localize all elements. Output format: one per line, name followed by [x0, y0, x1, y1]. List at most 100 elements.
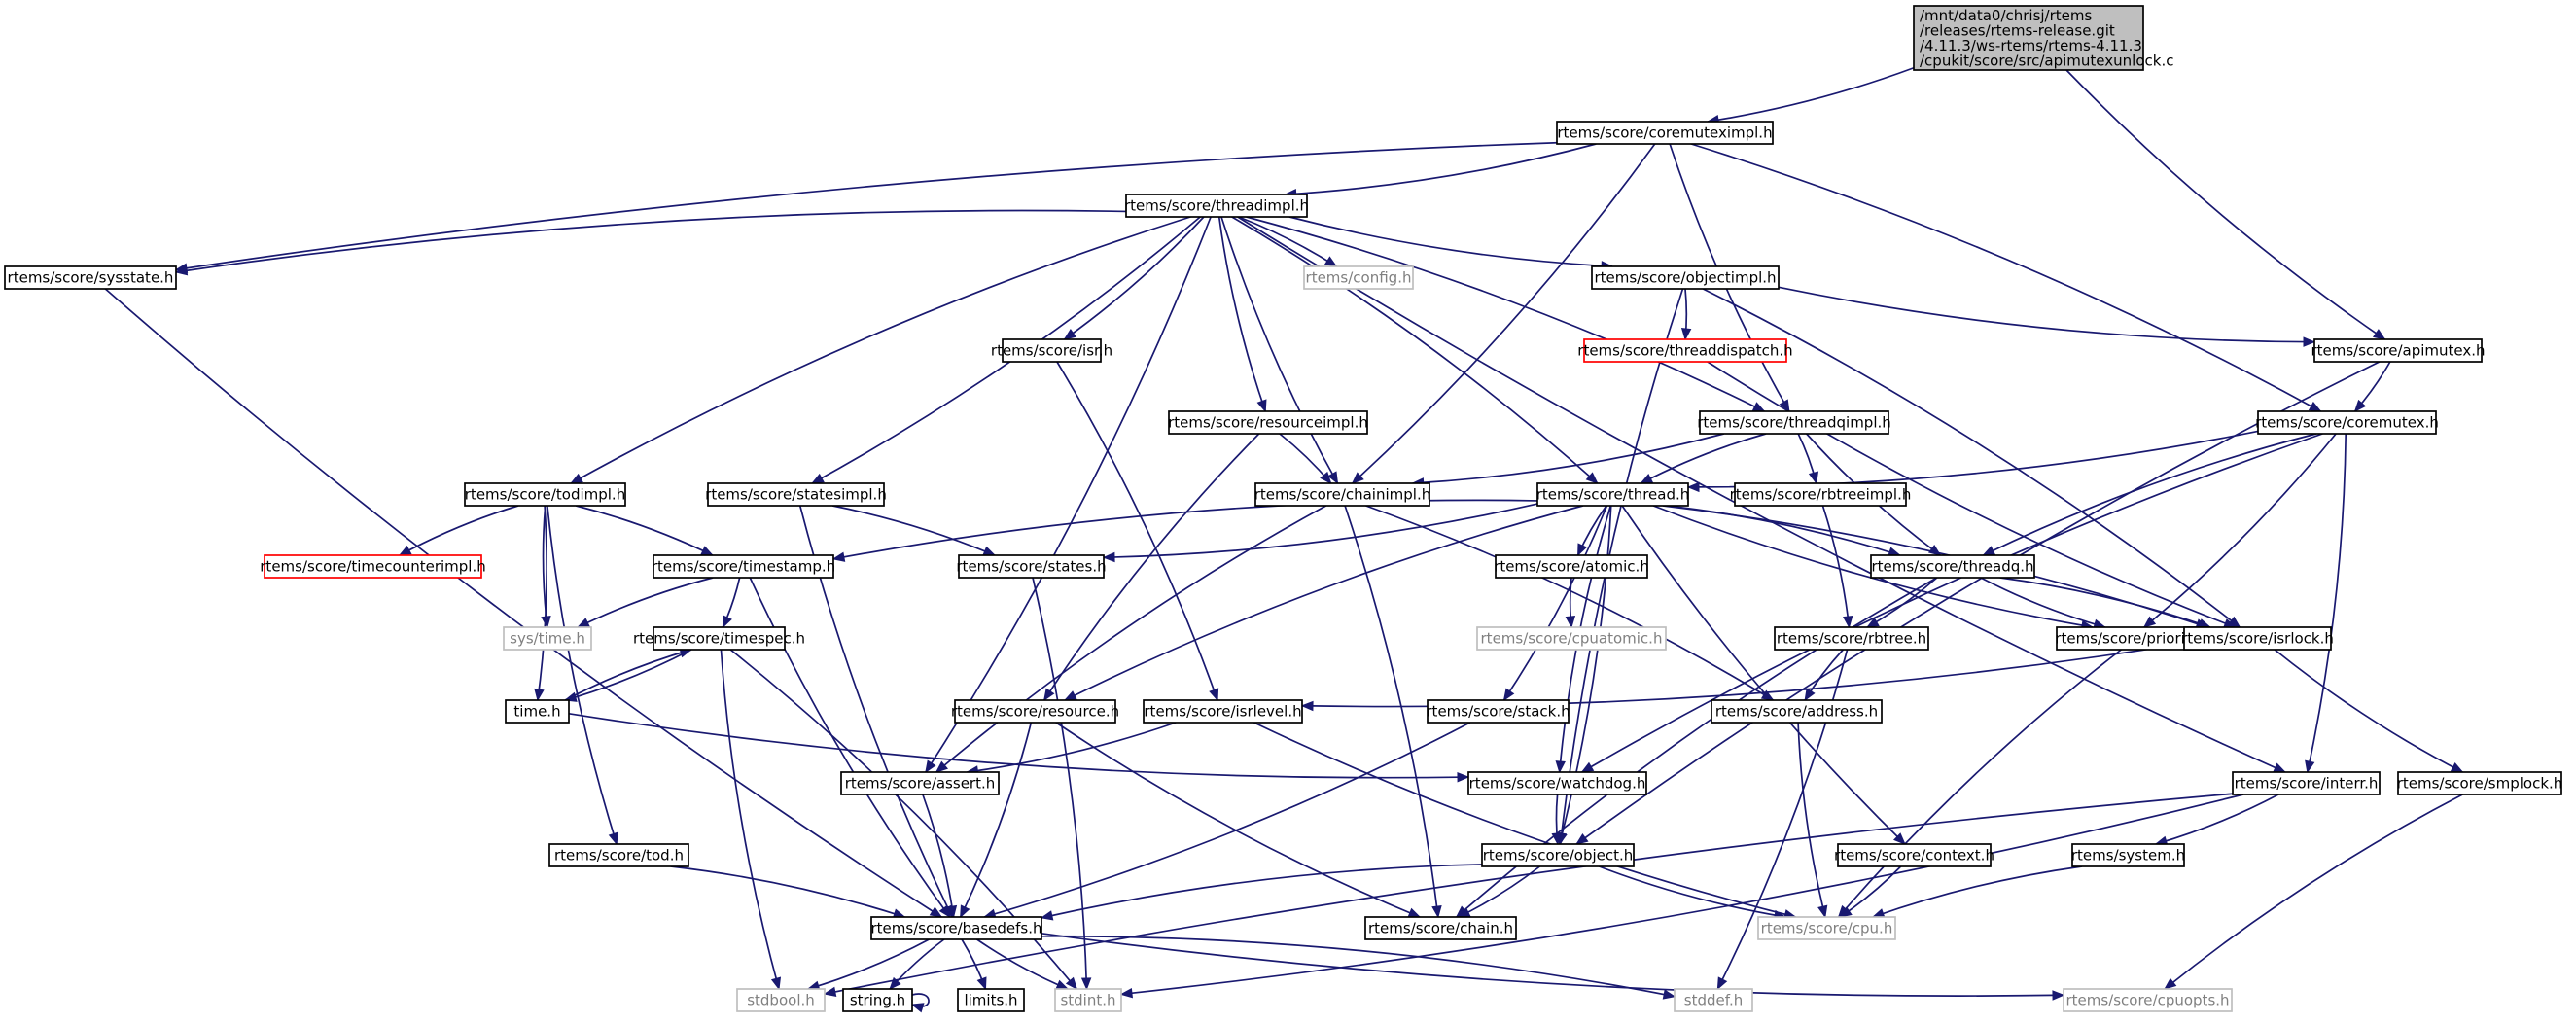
node-label: stdint.h: [1060, 992, 1115, 1009]
node-sysstate[interactable]: rtems/score/sysstate.h: [4, 265, 177, 290]
node-label: string.h: [850, 992, 905, 1009]
edge-objectimpl-to-apimutex: [1778, 286, 2316, 347]
node-box: [2183, 626, 2332, 651]
node-limits[interactable]: limits.h: [957, 988, 1025, 1012]
arrowhead: [1055, 979, 1070, 990]
node-label: rtems/score/chain.h: [1368, 920, 1513, 937]
edge-thread-to-resource: [1063, 505, 1584, 701]
node-object[interactable]: rtems/score/object.h: [1481, 843, 1635, 867]
arrowhead: [2353, 399, 2367, 412]
node-box: [1774, 626, 1929, 651]
arrowhead: [570, 473, 583, 484]
edge-chainimpl-to-chain: [1344, 505, 1442, 919]
node-address[interactable]: rtems/score/address.h: [1711, 699, 1883, 724]
node-timespec[interactable]: rtems/score/timespec.h: [633, 626, 805, 651]
node-tod[interactable]: rtems/score/tod.h: [548, 843, 689, 867]
arrowhead: [1065, 976, 1078, 991]
node-threaddispatch[interactable]: rtems/score/threaddispatch.h: [1577, 338, 1793, 363]
node-rbtreeimpl[interactable]: rtems/score/rbtreeimpl.h: [1730, 482, 1912, 507]
node-label: rtems/score/cpu.h: [1761, 920, 1893, 937]
node-objectimpl[interactable]: rtems/score/objectimpl.h: [1591, 265, 1780, 290]
node-statesimpl[interactable]: rtems/score/statesimpl.h: [705, 482, 887, 507]
node-timestamp[interactable]: rtems/score/timestamp.h: [652, 554, 835, 579]
node-box: [1913, 5, 2144, 71]
node-threadqimpl[interactable]: rtems/score/threadqimpl.h: [1697, 410, 1891, 435]
arrowhead: [1751, 402, 1766, 412]
node-isrlock[interactable]: rtems/score/isrlock.h: [2181, 626, 2334, 651]
edge-thread-to-timestamp: [831, 499, 1538, 562]
edge-threadimpl-to-assert: [925, 216, 1212, 774]
node-box: [653, 554, 834, 579]
node-watchdog[interactable]: rtems/score/watchdog.h: [1467, 771, 1647, 795]
edge-isrlock-to-smplock: [2274, 649, 2464, 773]
node-root[interactable]: /mnt/data0/chrisj/rtems/releases/rtems-r…: [1913, 5, 2173, 71]
node-context[interactable]: rtems/score/context.h: [1834, 843, 1994, 867]
node-box: [1364, 916, 1517, 940]
edge-coremuteximpl-to-coremutex: [1690, 143, 2322, 412]
node-apimutex[interactable]: rtems/score/apimutex.h: [2311, 338, 2486, 363]
arrowhead: [1893, 832, 1906, 845]
node-isrlevel[interactable]: rtems/score/isrlevel.h: [1143, 699, 1303, 724]
node-box: [2397, 771, 2562, 795]
arrowhead: [2273, 762, 2287, 773]
arrowhead: [1502, 688, 1515, 702]
node-label: rtems/score/todimpl.h: [465, 486, 625, 504]
arrowhead: [1351, 472, 1364, 484]
node-atomic[interactable]: rtems/score/atomic.h: [1494, 554, 1649, 579]
node-threadq[interactable]: rtems/score/threadq.h: [1870, 554, 2035, 579]
edge-apimutex-to-coremutex: [2353, 361, 2391, 412]
arrowhead: [946, 904, 958, 919]
arrowhead: [976, 976, 987, 991]
node-label: rtems/score/assert.h: [845, 775, 996, 793]
node-system[interactable]: rtems/system.h: [2071, 843, 2185, 867]
node-cpuopts: rtems/score/cpuopts.h: [2063, 988, 2233, 1012]
node-label: rtems/score/coremuteximpl.h: [1557, 124, 1772, 142]
node-coremutex[interactable]: rtems/score/coremutex.h: [2255, 410, 2439, 435]
node-chainimpl[interactable]: rtems/score/chainimpl.h: [1254, 482, 1430, 507]
node-timecounterimpl[interactable]: rtems/score/timecounterimpl.h: [260, 554, 486, 579]
edge-thread-to-threadq: [1665, 505, 1901, 557]
node-label: rtems/system.h: [2071, 847, 2185, 865]
edge-basedefs-to-limits: [961, 938, 987, 991]
node-states[interactable]: rtems/score/states.h: [956, 554, 1107, 579]
node-priority[interactable]: rtems/score/priority.h: [2055, 626, 2211, 651]
node-time[interactable]: time.h: [505, 699, 570, 724]
node-assert[interactable]: rtems/score/assert.h: [840, 771, 1000, 795]
node-box: [870, 916, 1042, 940]
node-string[interactable]: string.h: [842, 988, 913, 1012]
edge-threadqimpl-to-rbtreeimpl: [1797, 433, 1819, 485]
node-label-line: /cpukit/score/src/apimutexunlock.c: [1920, 53, 2173, 70]
arrowhead: [1256, 399, 1267, 413]
node-box: [954, 699, 1116, 724]
node-label: rtems/score/threadimpl.h: [1124, 197, 1309, 215]
node-box: [1481, 843, 1635, 867]
node-chain[interactable]: rtems/score/chain.h: [1364, 916, 1517, 940]
node-resourceimpl[interactable]: rtems/score/resourceimpl.h: [1168, 410, 1368, 435]
node-todimpl[interactable]: rtems/score/todimpl.h: [464, 482, 626, 507]
node-stdint: stdint.h: [1054, 988, 1122, 1012]
arrowhead: [1457, 771, 1470, 783]
node-box: [1303, 265, 1414, 290]
node-basedefs[interactable]: rtems/score/basedefs.h: [870, 916, 1042, 940]
node-label: rtems/score/resourceimpl.h: [1168, 414, 1368, 432]
node-label: rtems/score/address.h: [1715, 703, 1878, 721]
node-rbtree[interactable]: rtems/score/rbtree.h: [1774, 626, 1929, 651]
edge-tod-to-basedefs: [670, 865, 906, 919]
node-resource[interactable]: rtems/score/resource.h: [951, 699, 1119, 724]
node-threadimpl[interactable]: rtems/score/threadimpl.h: [1124, 194, 1309, 218]
edge-coremutex-to-threadq: [1982, 433, 2317, 556]
node-label: rtems/score/priority.h: [2055, 630, 2210, 648]
edge-statesimpl-to-states: [831, 505, 997, 556]
node-smplock[interactable]: rtems/score/smplock.h: [2397, 771, 2563, 795]
node-interr[interactable]: rtems/score/interr.h: [2232, 771, 2381, 795]
node-box: [2313, 338, 2483, 363]
node-label: rtems/score/timecounterimpl.h: [260, 558, 485, 576]
node-coremuteximpl[interactable]: rtems/score/coremuteximpl.h: [1556, 121, 1774, 145]
node-stack[interactable]: rtems/score/stack.h: [1426, 699, 1570, 724]
edge-thread-to-atomic: [1576, 505, 1607, 557]
arrowhead: [577, 618, 590, 628]
node-thread[interactable]: rtems/score/thread.h: [1536, 482, 1690, 507]
arrowhead: [534, 688, 545, 702]
node-isr[interactable]: rtems/score/isr.h: [991, 338, 1112, 363]
node-label: rtems/config.h: [1306, 269, 1412, 287]
